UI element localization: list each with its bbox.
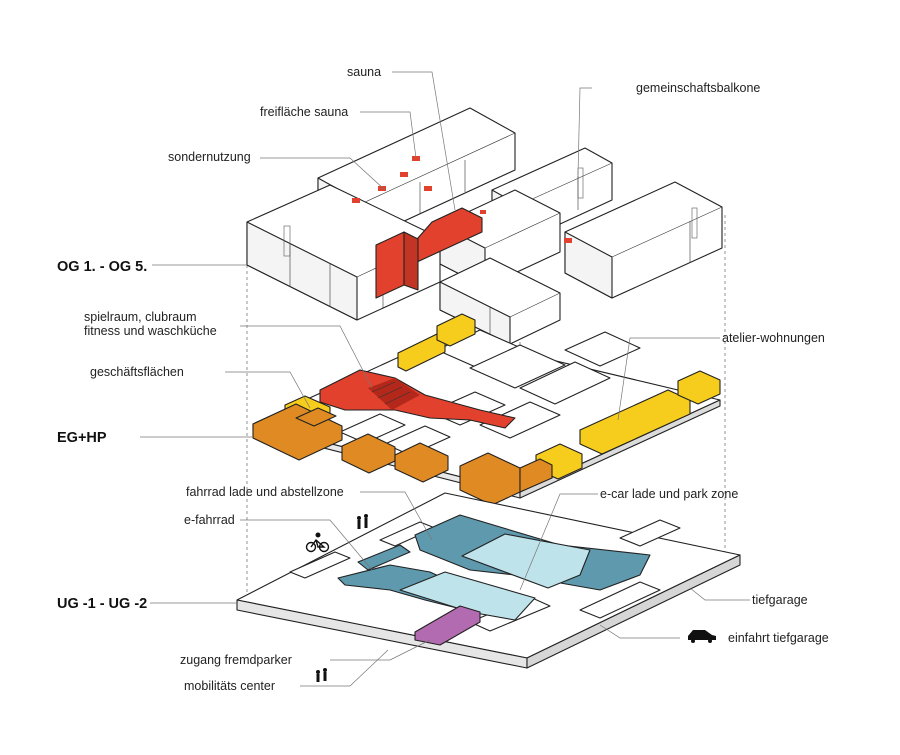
pedestrians-icon bbox=[316, 668, 327, 682]
label-spielraum-2: fitness und waschküche bbox=[84, 324, 217, 338]
label-geschaeft: geschäftsflächen bbox=[90, 365, 184, 379]
eg-geschaeft-zones bbox=[252, 403, 553, 506]
eg-level bbox=[252, 313, 721, 506]
label-fahrrad-lade: fahrrad lade und abstellzone bbox=[186, 485, 344, 499]
og-level bbox=[246, 107, 723, 345]
efahrrad-zone bbox=[357, 544, 411, 571]
label-zugang: zugang fremdparker bbox=[180, 653, 292, 667]
freiflaeche-sauna-marker bbox=[412, 156, 420, 161]
level-eg: EG+HP bbox=[57, 430, 107, 446]
ug-slab bbox=[236, 492, 741, 659]
label-sauna: sauna bbox=[347, 65, 381, 79]
label-atelier: atelier-wohnungen bbox=[722, 331, 825, 345]
label-mobilitaet: mobilitäts center bbox=[184, 679, 275, 693]
car-icon bbox=[688, 630, 716, 643]
label-gemeinschaftsbalkone: gemeinschaftsbalkone bbox=[636, 81, 760, 95]
label-einfahrt: einfahrt tiefgarage bbox=[728, 631, 829, 645]
label-spielraum-1: spielraum, clubraum bbox=[84, 310, 197, 324]
label-efahrrad: e-fahrrad bbox=[184, 513, 235, 527]
og-red-zones bbox=[352, 156, 572, 299]
level-og: OG 1. - OG 5. bbox=[57, 259, 147, 275]
level-ug: UG -1 - UG -2 bbox=[57, 596, 147, 612]
leader-lines bbox=[140, 71, 750, 687]
pedestrians-icon bbox=[357, 514, 368, 529]
og-wing-right bbox=[564, 181, 723, 299]
bicycle-icon bbox=[305, 532, 330, 553]
label-sondernutzung: sondernutzung bbox=[168, 150, 251, 164]
eg-spielraum-zone bbox=[319, 369, 516, 429]
label-tiefgarage: tiefgarage bbox=[752, 593, 808, 607]
zugang-zone bbox=[414, 605, 481, 646]
label-ecar: e-car lade und park zone bbox=[600, 487, 738, 501]
eg-atelier-zones bbox=[284, 313, 721, 480]
ug-level bbox=[236, 492, 741, 669]
label-freiflaeche-sauna: freifläche sauna bbox=[260, 105, 348, 119]
